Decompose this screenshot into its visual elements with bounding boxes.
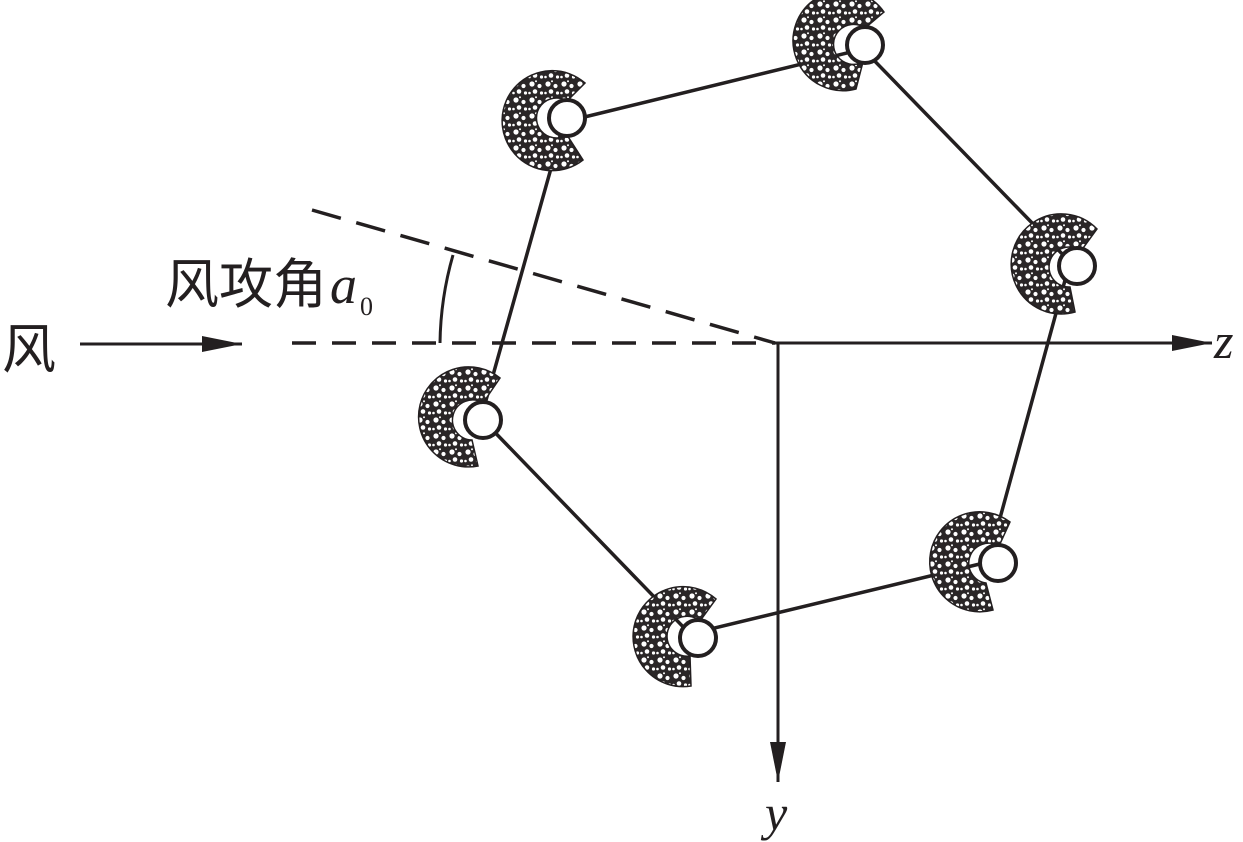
conductor-6 <box>417 366 503 468</box>
speckled-crescent-icon <box>632 585 718 688</box>
circle-outline-icon <box>978 543 1018 583</box>
circle-outline-icon <box>845 25 885 65</box>
circle-outline-icon <box>678 618 718 658</box>
conductor-4 <box>928 511 1018 613</box>
wind-label: 风 <box>2 318 56 381</box>
conductor-5 <box>632 585 718 688</box>
speckled-crescent-icon <box>501 69 587 172</box>
alpha-symbol: a <box>330 255 357 315</box>
conductor-3 <box>1010 213 1098 315</box>
y-axis-label: y <box>760 785 788 841</box>
alpha-subscript: 0 <box>360 292 373 321</box>
circle-outline-icon <box>1057 246 1097 286</box>
z-axis-label: z <box>1213 313 1233 369</box>
attack-angle-arc <box>438 254 455 344</box>
circle-outline-icon <box>547 98 587 138</box>
speckled-crescent-icon <box>1010 213 1098 315</box>
conductor-2 <box>792 0 886 92</box>
speckled-crescent-icon <box>928 511 1011 613</box>
conductor-1 <box>501 69 587 172</box>
circle-outline-icon <box>463 400 503 440</box>
attack-angle-dashed-line <box>311 208 776 345</box>
conductor-group <box>417 0 1098 688</box>
attack-angle-label: 风攻角 <box>165 253 327 316</box>
speckled-crescent-icon <box>417 366 502 468</box>
speckled-crescent-icon <box>792 0 886 92</box>
